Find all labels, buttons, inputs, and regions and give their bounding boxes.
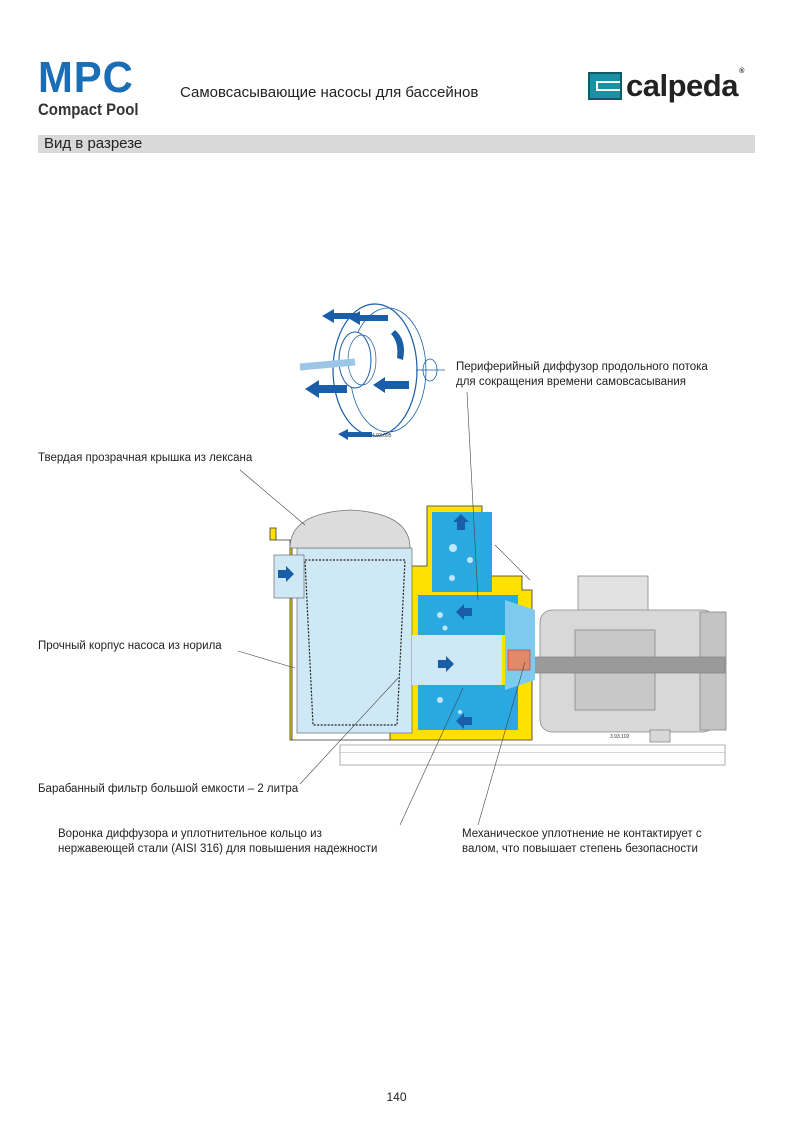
product-subname: Compact Pool xyxy=(38,100,139,119)
product-logo: MPC xyxy=(38,53,134,102)
page-subtitle: Самовсасывающие насосы для бассейнов xyxy=(180,84,479,101)
callout-line: валом, что повышает степень безопасности xyxy=(462,843,698,855)
page-number: 140 xyxy=(386,1090,407,1104)
motor xyxy=(519,575,727,743)
callout-peripheral-diffuser: Периферийный диффузор продольного потока… xyxy=(456,360,708,390)
pump-body xyxy=(269,505,535,741)
callout-line: нержавеющей стали (AISI 316) для повышен… xyxy=(58,843,378,855)
callout-line: Механическое уплотнение не контактирует … xyxy=(462,828,702,840)
pump-code: 3.93.102 xyxy=(610,734,630,740)
flow-arrows xyxy=(305,309,409,440)
callout-filter: Барабанный фильтр большой емкости – 2 ли… xyxy=(38,783,299,795)
brand-name: calpeda xyxy=(626,68,738,103)
impeller-code: 4.93.095 xyxy=(372,433,392,439)
pump-base xyxy=(339,744,726,766)
callout-lid: Твердая прозрачная крышка из лексана xyxy=(38,452,253,464)
brand-logo-icon xyxy=(588,72,622,100)
callout-line: для сокращения времени самовсасывания xyxy=(456,376,687,388)
callout-mechanical-seal: Механическое уплотнение не контактирует … xyxy=(462,827,702,857)
callout-line: Периферийный диффузор продольного потока xyxy=(456,361,708,373)
registered-mark: ® xyxy=(739,68,744,75)
bubbles xyxy=(437,544,473,714)
callout-body: Прочный корпус насоса из норила xyxy=(38,640,222,652)
section-header: Вид в разрезе xyxy=(38,135,755,153)
leader-lines xyxy=(237,391,531,826)
section-title: Вид в разрезе xyxy=(44,135,143,152)
callout-line: Воронка диффузора и уплотнительное кольц… xyxy=(58,828,322,840)
callout-diffuser-funnel: Воронка диффузора и уплотнительное кольц… xyxy=(58,827,377,857)
water-flow-arrows xyxy=(278,514,472,729)
brand-logo: calpeda® xyxy=(588,68,744,104)
impeller-illustration: 4.93.095 xyxy=(299,303,445,440)
